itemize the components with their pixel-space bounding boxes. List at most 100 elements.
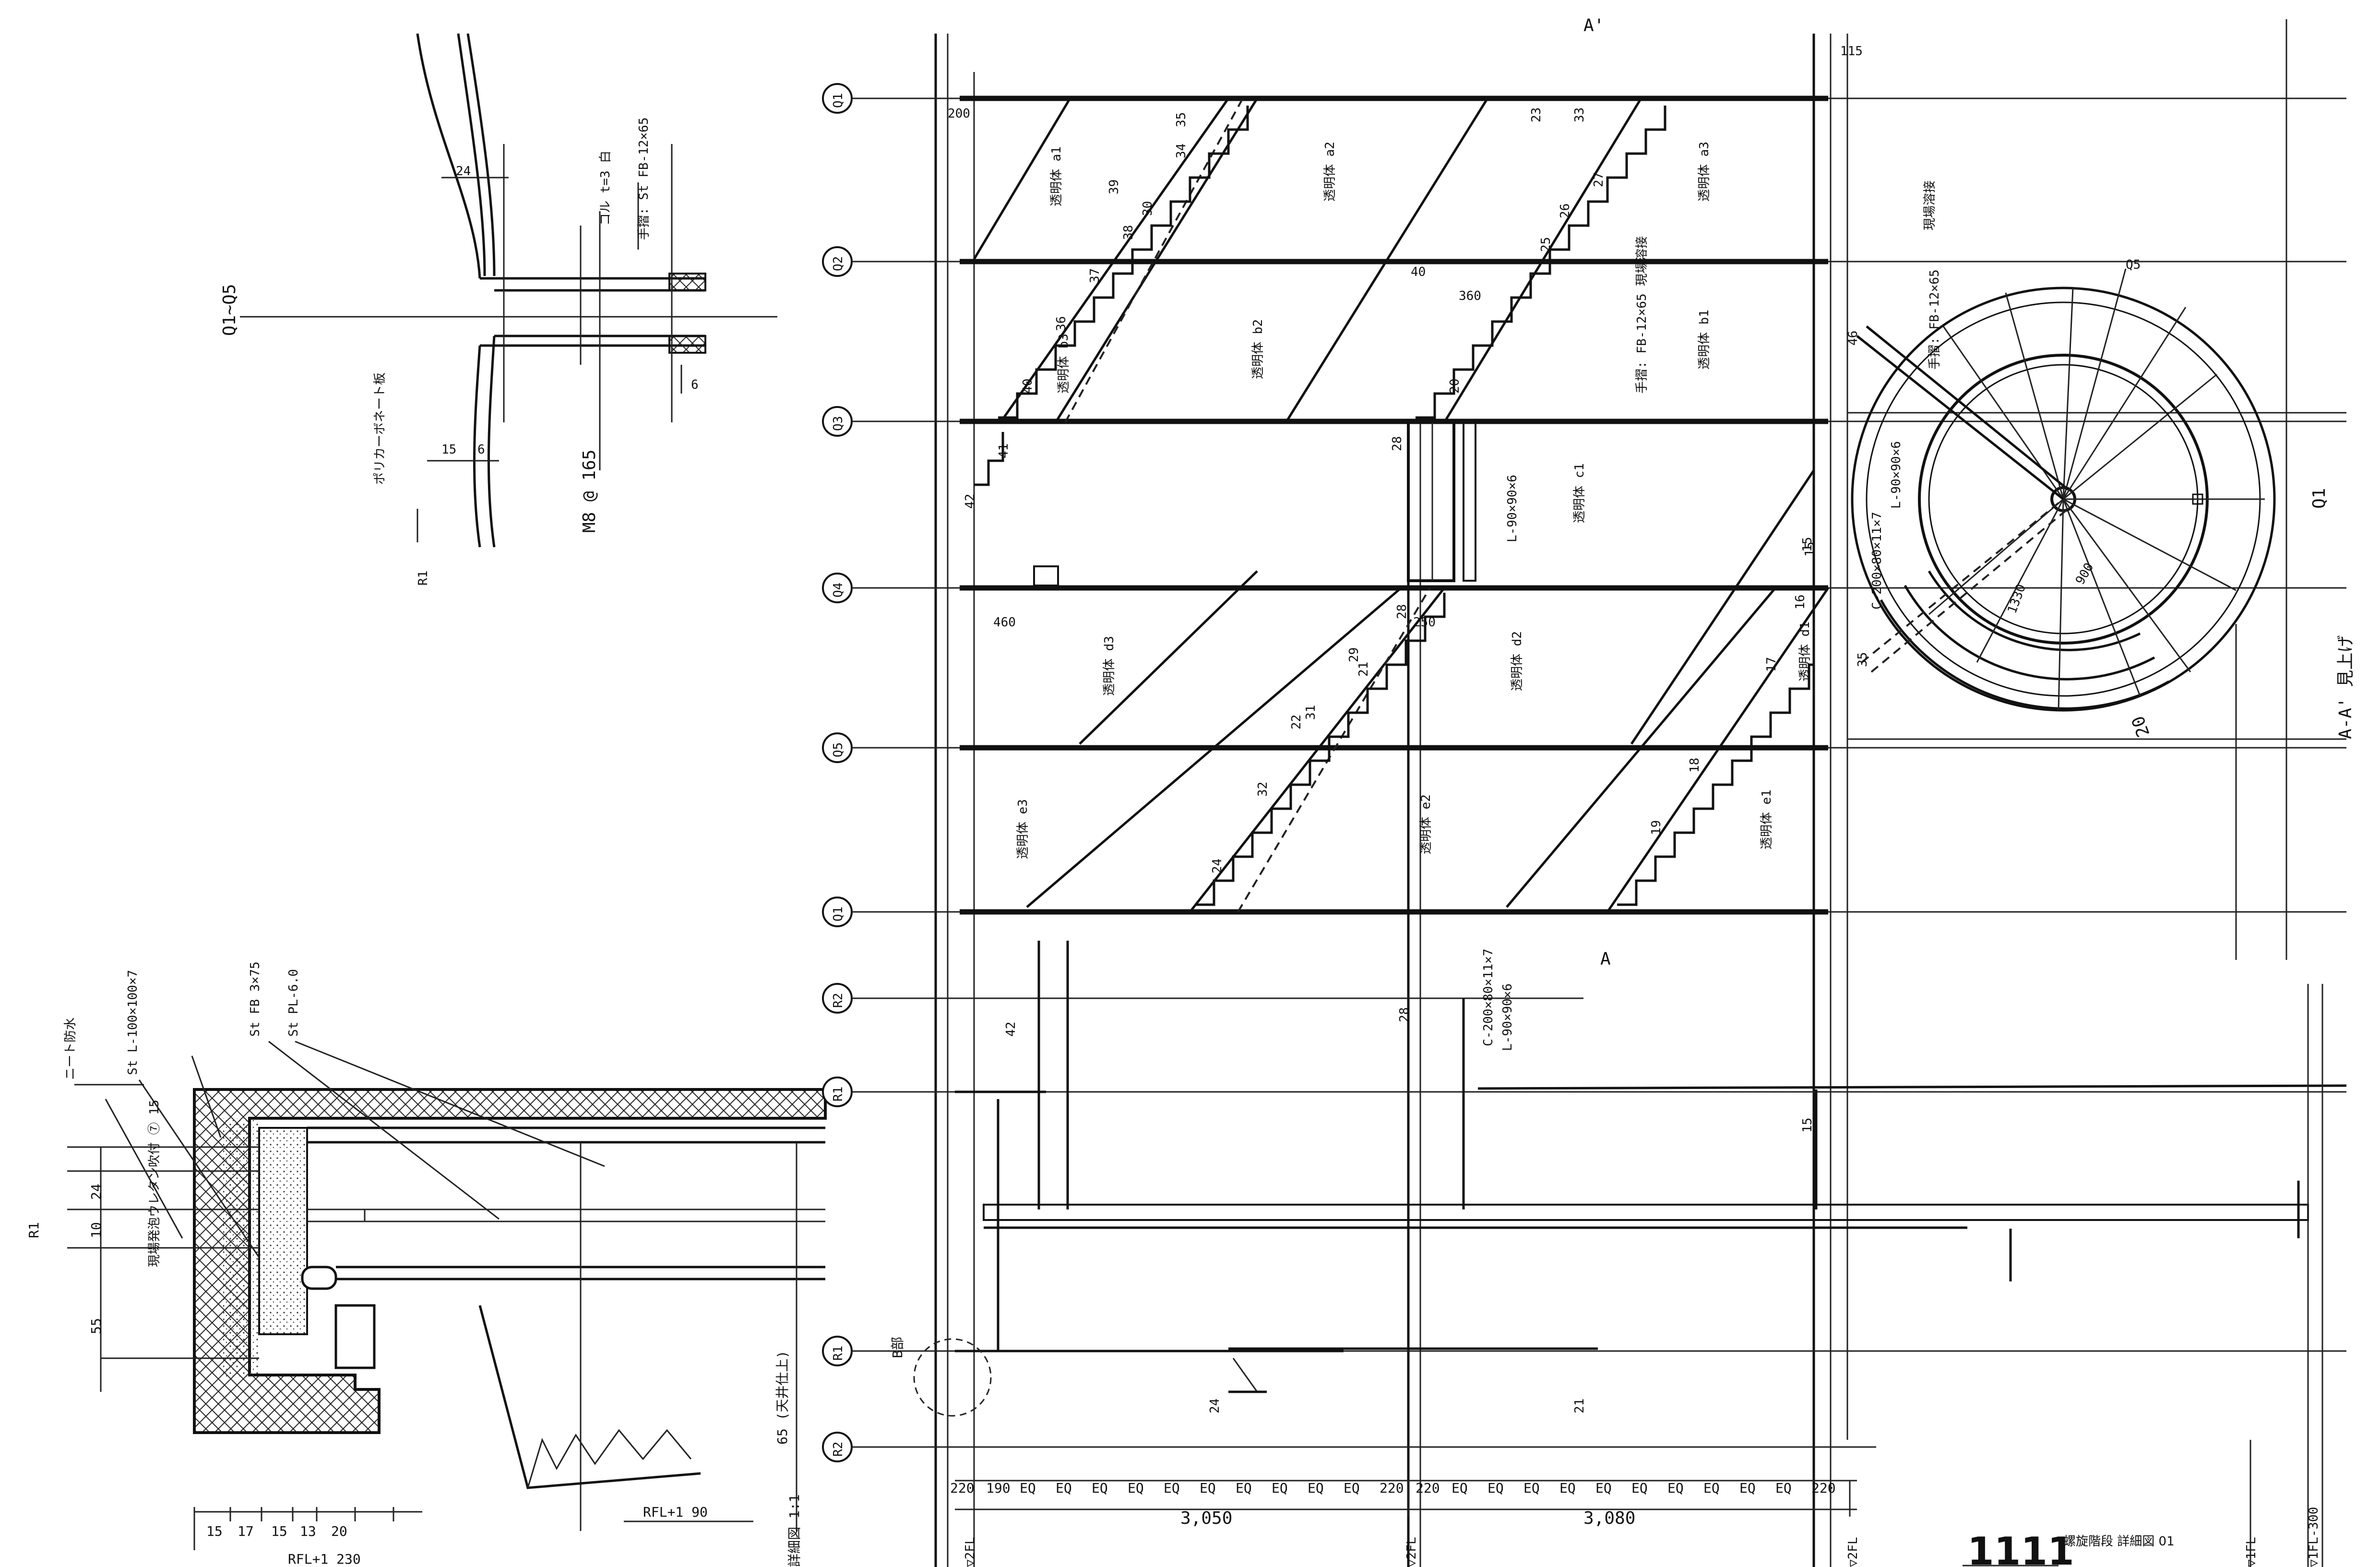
plan-title: A-A' 見上げ — [2336, 635, 2356, 739]
step-number: 31 — [1304, 705, 1318, 720]
dim-220-left: 220 — [950, 1480, 975, 1496]
grid-label: Q5 — [831, 742, 845, 757]
step-number: 42 — [963, 494, 977, 509]
sheet-number: 1111 — [1967, 1529, 2074, 1567]
dim-eq: EQ — [1559, 1480, 1576, 1496]
grid-row-q3: Q3 — [822, 406, 2346, 437]
step-number: 20 — [1448, 379, 1462, 394]
section-detail: ニート防水 St L-100×100×7 St FB 3×75 St PL-6.… — [26, 961, 905, 1567]
note-section-a-prime: A' — [1583, 16, 1604, 36]
note-15: 15 — [441, 443, 456, 457]
dim-15a: 15 — [206, 1523, 223, 1539]
plan-note-weld: 現場溶接 — [1923, 180, 1937, 230]
step-number: 15 — [1803, 542, 1817, 557]
grid-row-r2: R2 — [822, 983, 1583, 1014]
dim-3080: 3,080 — [1583, 1508, 1635, 1528]
panel-label: 透明体 d2 — [1510, 631, 1524, 691]
dim-13: 13 — [300, 1523, 316, 1539]
level-2fl-mid: ▽2FL — [1404, 1537, 1419, 1567]
stair-elevation: Q1 Q2 Q3 Q4 Q5 — [822, 16, 2347, 1567]
note-r1: R1 — [416, 571, 430, 586]
grid-label: Q1 — [831, 93, 845, 108]
step-number: 36 — [1054, 316, 1069, 331]
dim-eq: EQ — [1488, 1480, 1504, 1496]
note-handrail-weld: 手摺: FB-12×65 現場溶接 — [1635, 236, 1649, 394]
dim-190: 190 — [986, 1480, 1011, 1496]
dim-eq: EQ — [1272, 1480, 1288, 1496]
note-section-a: A — [1600, 949, 1611, 969]
dim-eq: EQ — [1452, 1480, 1468, 1496]
panel-label: 透明体 a1 — [1049, 146, 1064, 206]
step-number: 32 — [1256, 782, 1270, 797]
note-angle-90: L-90×90×6 — [1505, 475, 1520, 542]
step-number: 21 — [1357, 662, 1371, 677]
note-360: 360 — [1459, 289, 1481, 303]
step-number: 40 — [1021, 379, 1035, 394]
step-number: 30 — [1141, 201, 1155, 216]
plan-note-20: 20 — [2128, 713, 2154, 740]
dim-eq: EQ — [1200, 1480, 1216, 1496]
panel-label: 透明体 b3 — [1057, 334, 1071, 394]
note-angle: St L-100×100×7 — [126, 970, 140, 1075]
step-number: 19 — [1649, 820, 1664, 835]
level-1fl-300: ▽1FL-300 — [2307, 1507, 2321, 1567]
step-number: 35 — [1174, 112, 1189, 127]
step-number: 38 — [1121, 225, 1136, 240]
dim-65: 65 (天井仕上) — [774, 1351, 790, 1445]
note-250: 250 — [1413, 615, 1436, 630]
step-number: 25 — [1539, 237, 1553, 252]
grid-row-r2-lower: R2 — [822, 1432, 1876, 1462]
plan-note-q1: Q1 — [2309, 488, 2329, 509]
note-scale: 詳細図 1:1 — [786, 1495, 802, 1567]
dim-55: 55 — [88, 1318, 104, 1334]
plan-note-angle: L-90×90×6 — [1889, 441, 1904, 509]
note-r1-section: R1 — [26, 1222, 42, 1238]
grid-row-q4: Q4 — [822, 573, 2346, 603]
grid-row-q5: Q5 — [822, 732, 2346, 763]
note-460: 460 — [993, 615, 1016, 630]
dim-eq: EQ — [1631, 1480, 1648, 1496]
grid-row-r1: R1 — [822, 1077, 2347, 1107]
dim-10: 10 — [88, 1222, 104, 1238]
step-number: 24 — [1210, 859, 1225, 873]
grid-row-r1-lower: R1 — [822, 1336, 2346, 1366]
step-number: 27 — [1592, 172, 1606, 187]
note-flatbar: St FB 3×75 — [248, 961, 262, 1037]
panel-label: 透明体 b1 — [1697, 310, 1712, 370]
dim-220-right: 220 — [1811, 1480, 1836, 1496]
step-number: 23 — [1529, 108, 1544, 122]
grid-row-q1-lower: Q1 — [822, 897, 2346, 927]
note-channel: C-200×80×11×7 — [1481, 949, 1496, 1047]
dim-eq: EQ — [1344, 1480, 1360, 1496]
plan-note-46: 46 — [1846, 331, 1860, 346]
top-left-detail: 24 コル t=3 白 手摺: St FB-12×65 ポリカーボネート板 M8… — [220, 33, 777, 586]
step-number: 28 — [1395, 604, 1409, 619]
step-number: 37 — [1088, 268, 1102, 283]
plan-note-handrail: 手摺: FB-12×65 — [1928, 269, 1942, 370]
sheet-title: 螺旋階段 詳細図 01 — [2063, 1534, 2175, 1549]
dim-17: 17 — [238, 1523, 254, 1539]
dim-eq: EQ — [1236, 1480, 1252, 1496]
panel-label: 透明体 e2 — [1419, 794, 1433, 854]
dim-24: 24 — [88, 1184, 104, 1200]
plan-note-channel: C-200×80×11×7 — [1870, 512, 1884, 610]
panel-label: 透明体 b2 — [1251, 319, 1265, 379]
note-28: 28 — [1390, 436, 1404, 451]
dim-eq: EQ — [1020, 1480, 1036, 1496]
grid-row-q1: Q1 — [822, 83, 2346, 114]
note-21: 21 — [1572, 1399, 1587, 1413]
note-24: 24 — [1208, 1399, 1222, 1413]
step-number: 26 — [1558, 203, 1572, 218]
level-2fl-left: ▽2FL — [963, 1537, 977, 1567]
note-200: 200 — [948, 107, 970, 121]
plan-note-35: 35 — [1856, 652, 1870, 667]
spiral-stair-plan: A-A' 見上げ Q5 手摺: FB-12×65 現場溶接 L-90×90×6 … — [1846, 19, 2356, 960]
step-number: 29 — [1347, 647, 1361, 662]
note-6a: 6 — [477, 443, 485, 457]
dim-3050: 3,050 — [1180, 1508, 1232, 1528]
level-2fl-right: ▽2FL — [1846, 1537, 1860, 1567]
panel-label: 透明体 d3 — [1102, 636, 1117, 696]
dim-220-mid2: 220 — [1416, 1480, 1440, 1496]
step-number: 41 — [997, 443, 1011, 458]
